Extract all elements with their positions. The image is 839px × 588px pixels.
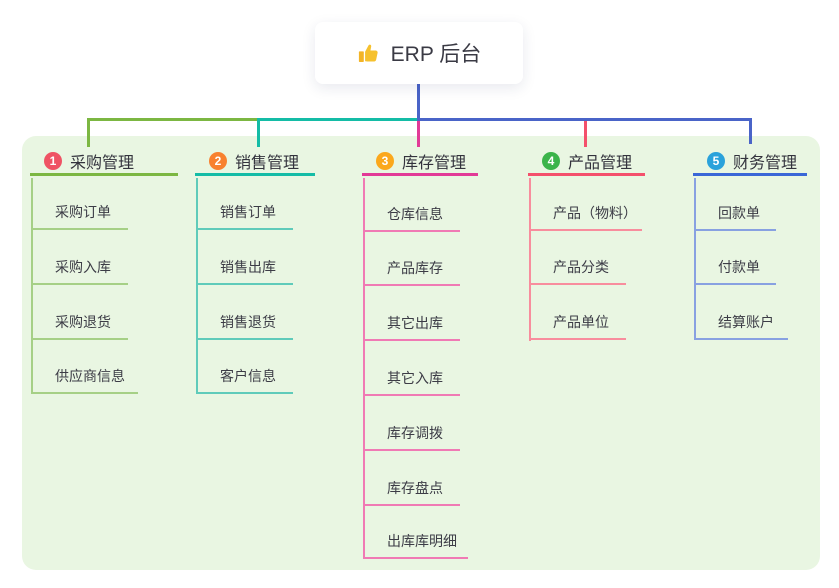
branch-label: 采购管理 — [70, 154, 135, 172]
connector-drop-finance — [749, 118, 752, 144]
children-rail-sales — [196, 178, 198, 394]
branch-node-purchase[interactable]: 1 采购管理 — [30, 148, 178, 176]
connector-horizontal-blue — [417, 118, 752, 121]
child-node-receipt-bill[interactable]: 回款单 — [694, 203, 776, 231]
child-node-product-stock[interactable]: 产品库存 — [363, 258, 460, 286]
branch-node-finance[interactable]: 5 财务管理 — [693, 148, 807, 176]
connector-drop-product — [584, 121, 587, 147]
connector-horizontal-teal — [257, 118, 420, 121]
child-node-customer-info[interactable]: 客户信息 — [196, 366, 293, 394]
connector-drop-sales — [257, 118, 260, 147]
connector-drop-purchase — [87, 118, 90, 147]
child-node-purchase-return[interactable]: 采购退货 — [31, 312, 128, 340]
branch-index-badge: 4 — [542, 151, 560, 170]
root-node[interactable]: ERP 后台 — [315, 22, 523, 84]
child-node-other-inbound[interactable]: 其它入库 — [363, 368, 460, 396]
child-node-purchase-inbound[interactable]: 采购入库 — [31, 257, 128, 285]
branch-node-inventory[interactable]: 3 库存管理 — [362, 148, 478, 176]
child-node-supplier-info[interactable]: 供应商信息 — [31, 366, 138, 394]
child-node-warehouse-info[interactable]: 仓库信息 — [363, 204, 460, 232]
child-node-product-material[interactable]: 产品（物料） — [529, 203, 642, 231]
branch-node-product[interactable]: 4 产品管理 — [528, 148, 645, 176]
children-rail-product — [529, 178, 531, 341]
child-node-outbound-detail[interactable]: 出库库明细 — [363, 531, 468, 559]
children-rail-finance — [694, 178, 696, 340]
root-label: ERP 后台 — [390, 43, 482, 66]
child-node-stocktaking[interactable]: 库存盘点 — [363, 478, 460, 506]
thumbs-up-icon — [358, 44, 378, 62]
branch-index-badge: 5 — [707, 151, 725, 170]
child-node-product-category[interactable]: 产品分类 — [529, 257, 626, 285]
child-node-sales-order[interactable]: 销售订单 — [196, 202, 293, 230]
child-node-settlement-account[interactable]: 结算账户 — [694, 312, 788, 340]
connector-horizontal-green — [87, 118, 420, 121]
connector-drop-inventory — [417, 121, 420, 147]
child-node-sales-outbound[interactable]: 销售出库 — [196, 257, 293, 285]
branch-index-badge: 3 — [376, 151, 394, 170]
branch-index-badge: 2 — [209, 151, 227, 170]
branch-label: 财务管理 — [733, 154, 798, 172]
child-node-stock-transfer[interactable]: 库存调拨 — [363, 423, 460, 451]
child-node-product-unit[interactable]: 产品单位 — [529, 312, 626, 340]
child-node-purchase-order[interactable]: 采购订单 — [31, 202, 128, 230]
child-node-other-outbound[interactable]: 其它出库 — [363, 313, 460, 341]
branch-node-sales[interactable]: 2 销售管理 — [195, 148, 315, 176]
branch-label: 销售管理 — [235, 154, 300, 172]
branch-label: 库存管理 — [402, 154, 467, 172]
child-node-payment-bill[interactable]: 付款单 — [694, 257, 776, 285]
child-node-sales-return[interactable]: 销售退货 — [196, 312, 293, 340]
children-rail-purchase — [31, 178, 33, 394]
branch-label: 产品管理 — [568, 154, 633, 172]
branch-index-badge: 1 — [44, 151, 62, 170]
root-connector-vertical — [417, 84, 420, 120]
children-rail-inventory — [363, 178, 365, 559]
branches-background-panel — [22, 136, 820, 570]
